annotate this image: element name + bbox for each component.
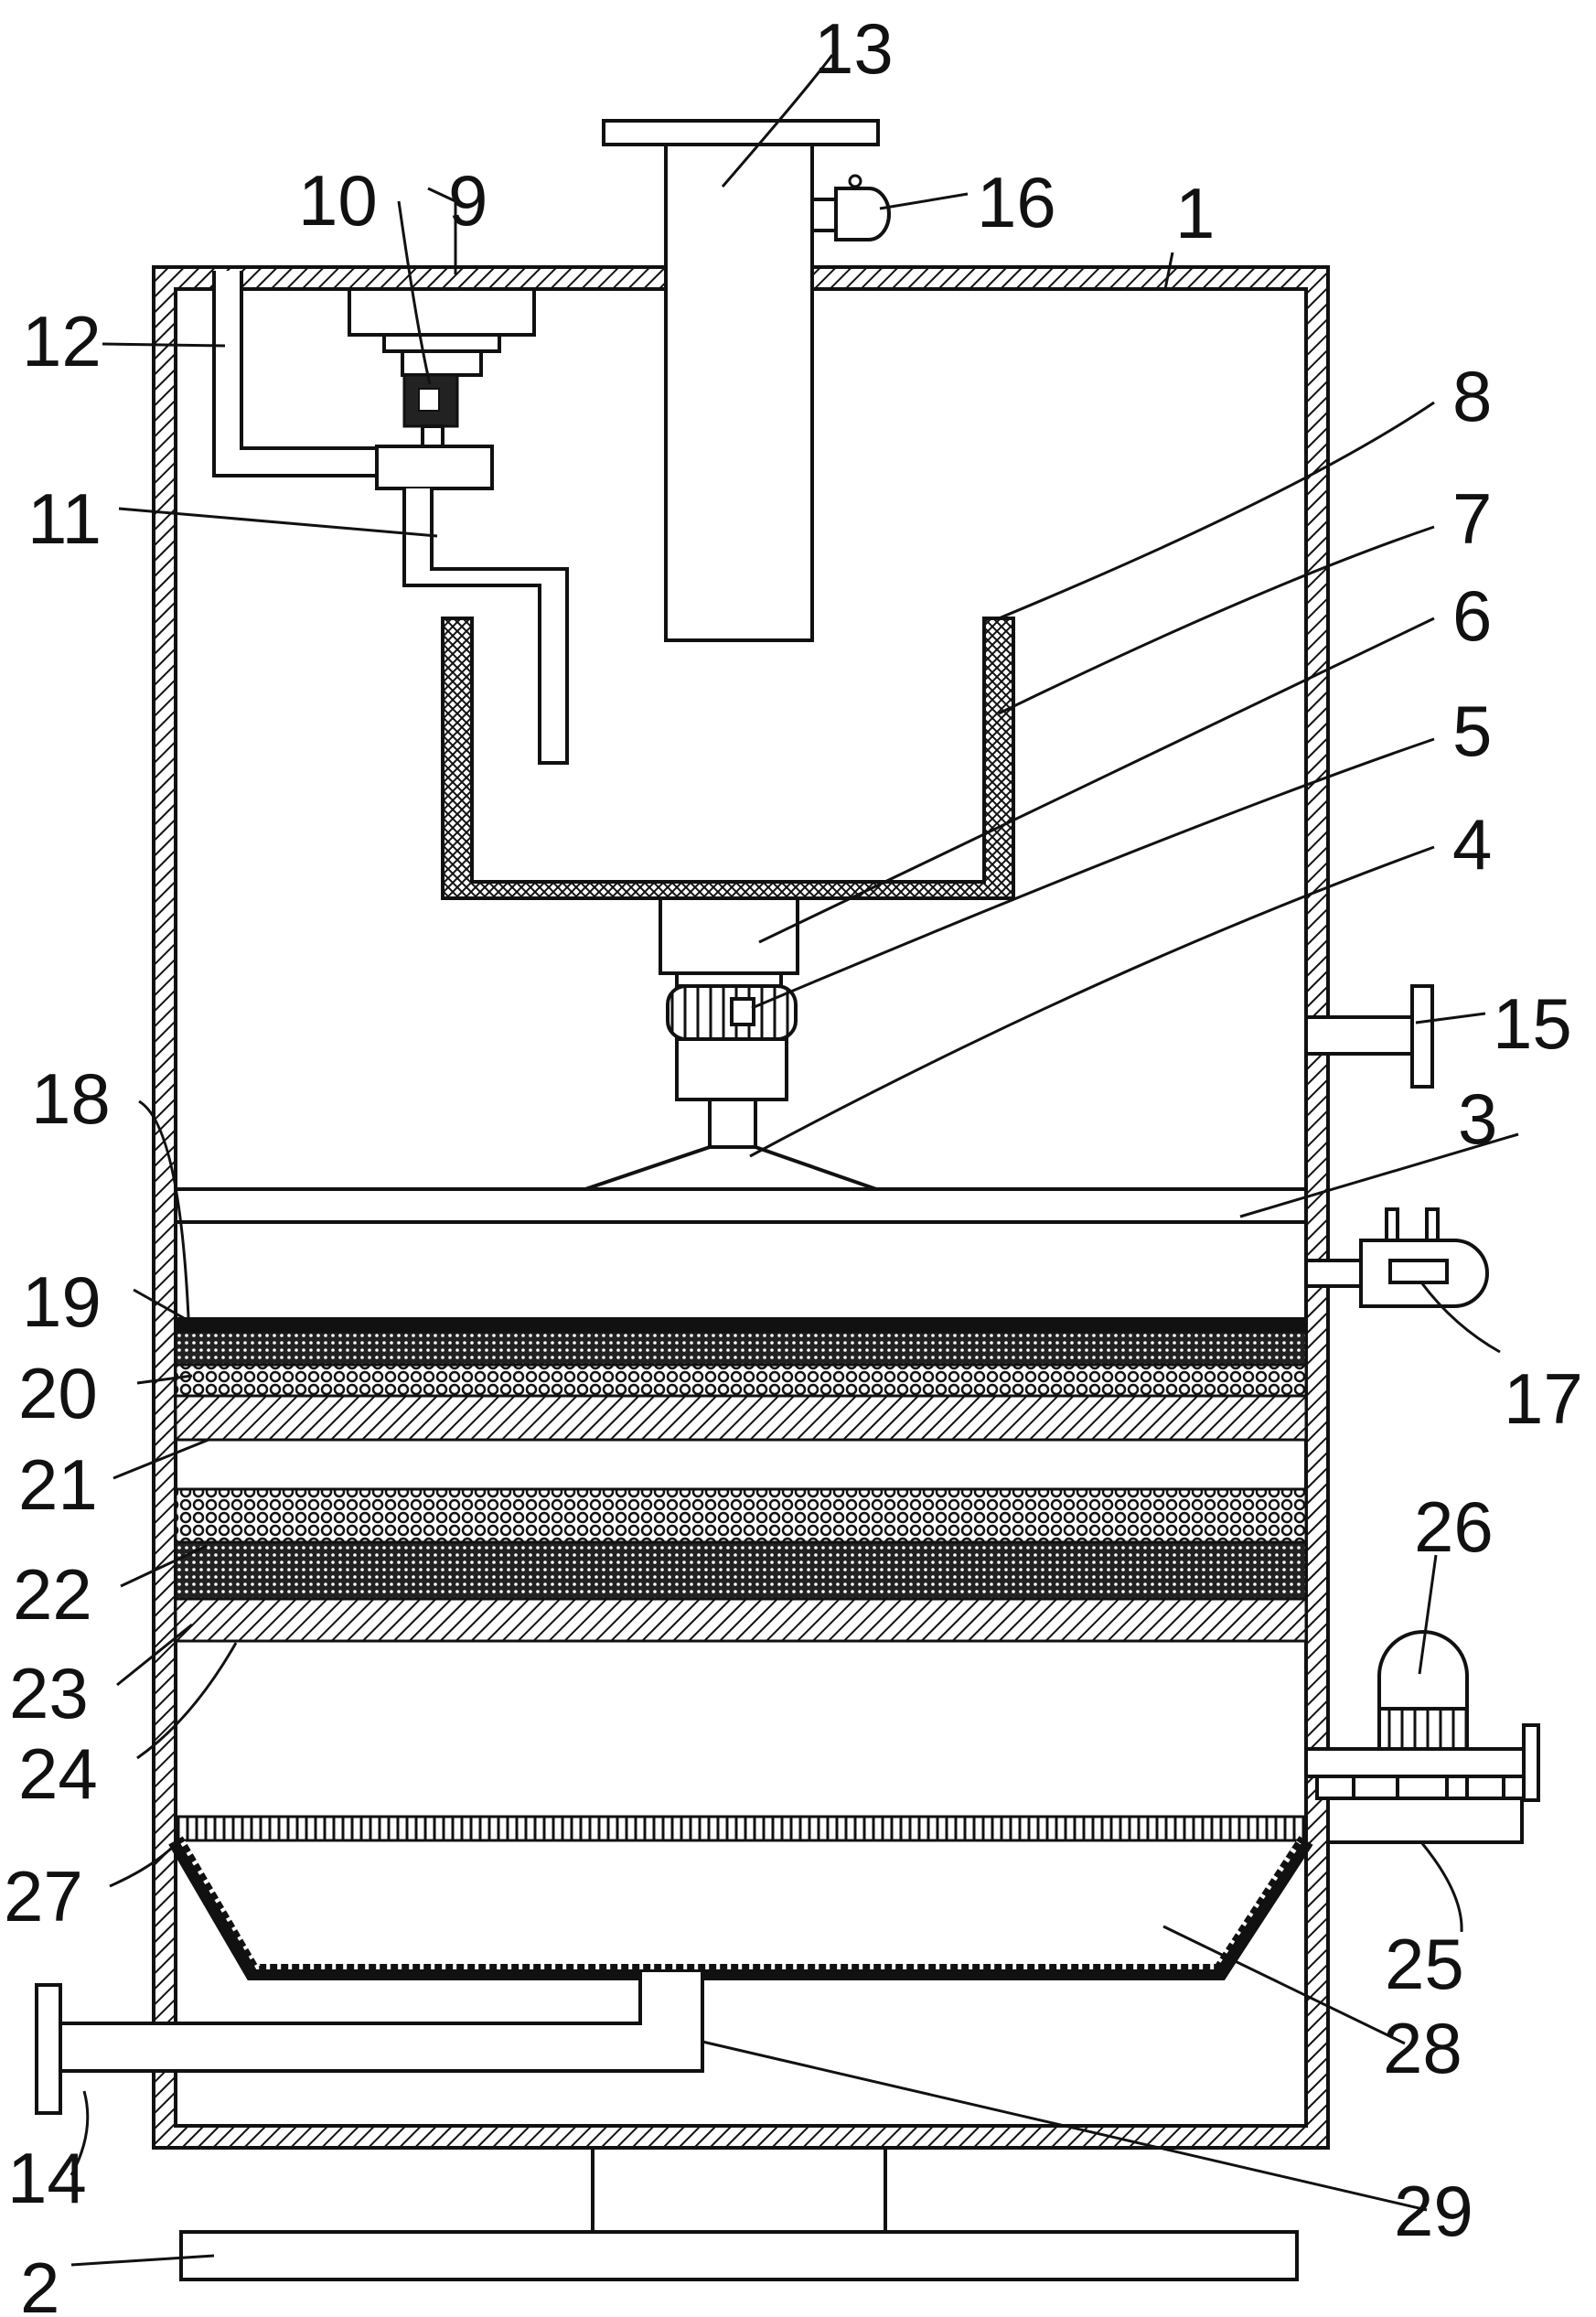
label-28: 28 bbox=[1383, 2008, 1462, 2088]
label-8: 8 bbox=[1452, 356, 1492, 436]
label-13: 13 bbox=[814, 8, 894, 89]
label-18: 18 bbox=[31, 1058, 111, 1139]
collecting-hopper bbox=[168, 1836, 1313, 1980]
label-7: 7 bbox=[1452, 478, 1492, 559]
label-4: 4 bbox=[1452, 804, 1492, 885]
side-pump bbox=[1304, 1207, 1489, 1308]
top-motor-assembly bbox=[348, 287, 536, 490]
label-9: 9 bbox=[448, 160, 487, 241]
base-stand bbox=[179, 2146, 1299, 2281]
label-27: 27 bbox=[4, 1856, 83, 1936]
label-24: 24 bbox=[18, 1733, 98, 1814]
label-12: 12 bbox=[22, 301, 102, 381]
label-21: 21 bbox=[18, 1444, 98, 1525]
label-1: 1 bbox=[1175, 173, 1215, 253]
label-6: 6 bbox=[1452, 575, 1492, 656]
lower-filter-pack bbox=[174, 1487, 1308, 1643]
label-26: 26 bbox=[1414, 1486, 1494, 1567]
inlet-pipe bbox=[212, 271, 379, 477]
label-23: 23 bbox=[9, 1653, 89, 1733]
label-16: 16 bbox=[977, 162, 1056, 242]
reference-numerals: 1 2 3 4 5 6 7 8 9 10 11 12 13 14 15 16 1… bbox=[4, 8, 1583, 2317]
label-29: 29 bbox=[1394, 2171, 1473, 2251]
rotating-basket bbox=[441, 617, 1015, 900]
separation-plate bbox=[174, 1187, 1308, 1224]
spray-pipe bbox=[402, 488, 569, 765]
feed-pipe bbox=[602, 119, 880, 642]
label-10: 10 bbox=[298, 160, 378, 241]
coupling-block bbox=[659, 896, 799, 988]
label-3: 3 bbox=[1458, 1078, 1497, 1159]
label-2: 2 bbox=[20, 2247, 59, 2317]
drain-pipe bbox=[35, 1972, 704, 2115]
main-motor bbox=[666, 984, 798, 1101]
upper-filter-pack bbox=[174, 1317, 1308, 1442]
label-20: 20 bbox=[18, 1353, 98, 1433]
label-22: 22 bbox=[13, 1554, 92, 1635]
label-19: 19 bbox=[22, 1261, 102, 1342]
label-25: 25 bbox=[1385, 1924, 1464, 2004]
side-drive-bracket bbox=[1304, 1723, 1540, 1844]
feed-valve bbox=[810, 174, 891, 241]
leader-lines bbox=[70, 54, 1519, 2267]
label-14: 14 bbox=[7, 2138, 87, 2218]
screen-mesh bbox=[174, 1815, 1308, 1842]
motor-support bbox=[584, 1098, 877, 1191]
side-outlet-pipe bbox=[1304, 984, 1434, 1089]
label-17: 17 bbox=[1504, 1358, 1583, 1439]
label-15: 15 bbox=[1493, 983, 1572, 1064]
label-5: 5 bbox=[1452, 691, 1492, 771]
label-11: 11 bbox=[27, 478, 102, 559]
